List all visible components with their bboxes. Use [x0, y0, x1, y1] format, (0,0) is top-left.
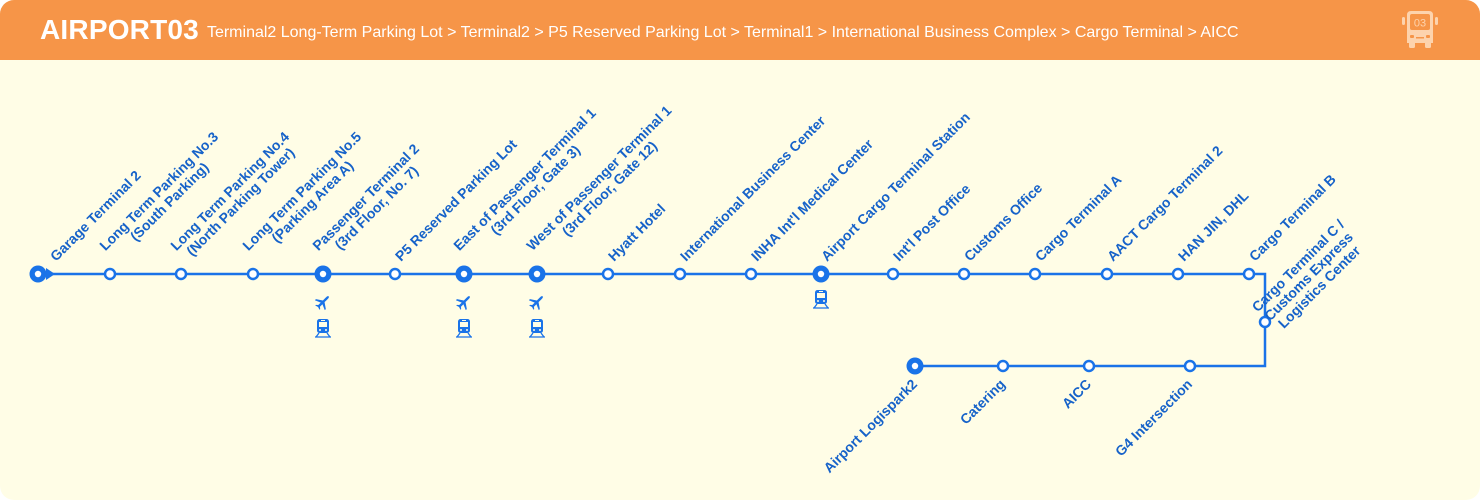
station-name-line: International Business Center — [677, 112, 829, 264]
airplane-icon — [455, 296, 470, 311]
station-marker[interactable] — [388, 267, 402, 281]
station-label: HAN JIN, DHL — [1175, 187, 1252, 264]
station-label: Long Term Parking No.4(North Parking Tow… — [167, 128, 297, 259]
train-icon — [456, 319, 472, 338]
station-name-line: INHA Int'l Medical Center — [748, 135, 877, 264]
station-marker[interactable] — [957, 267, 971, 281]
station-name-line: Hyatt Hotel — [605, 201, 669, 265]
route-header: AIRPORT03 Terminal2 Long-Term Parking Lo… — [0, 0, 1480, 60]
station-name-line: Catering — [957, 376, 1008, 427]
station-label: Airport Logispark2 — [820, 376, 920, 476]
station-marker[interactable] — [103, 267, 117, 281]
station-marker[interactable] — [1171, 267, 1185, 281]
station-marker[interactable] — [886, 267, 900, 281]
station-name-line: AICC — [1059, 376, 1095, 412]
station-label: AICC — [1059, 376, 1095, 412]
station-marker[interactable] — [601, 267, 615, 281]
station-marker[interactable] — [812, 265, 830, 283]
route-name: AIRPORT03 — [40, 14, 199, 45]
station-marker[interactable] — [246, 267, 260, 281]
station-marker[interactable] — [996, 359, 1010, 373]
station-marker[interactable] — [1082, 359, 1096, 373]
train-icon — [315, 319, 331, 338]
station-marker[interactable] — [455, 265, 473, 283]
station-label: G4 Intersection — [1112, 376, 1195, 459]
station-label: Airport Cargo Terminal Station — [818, 109, 973, 264]
station-marker[interactable] — [1028, 267, 1042, 281]
station-name-line: AACT Cargo Terminal 2 — [1104, 142, 1226, 264]
station-name-line: Airport Cargo Terminal Station — [818, 109, 973, 264]
bus-badge-number: 03 — [1414, 18, 1426, 30]
station-marker[interactable] — [314, 265, 332, 283]
station-name-line: HAN JIN, DHL — [1175, 187, 1252, 264]
station-label: Hyatt Hotel — [605, 201, 669, 265]
station-marker[interactable] — [1258, 315, 1272, 329]
station-marker[interactable] — [1242, 267, 1256, 281]
airplane-icon — [314, 296, 329, 311]
station-marker[interactable] — [1100, 267, 1114, 281]
route-path: Terminal2 Long-Term Parking Lot > Termin… — [206, 24, 1239, 41]
bus-icon: 03 — [1402, 11, 1438, 48]
station-marker[interactable] — [673, 267, 687, 281]
station-marker[interactable] — [174, 267, 188, 281]
station-marker[interactable] — [29, 265, 47, 283]
direction-arrow-icon — [46, 268, 55, 280]
route-line — [38, 272, 1267, 368]
train-icon — [529, 319, 545, 338]
airplane-icon — [528, 296, 543, 311]
station-name-line: G4 Intersection — [1112, 376, 1195, 459]
station-marker[interactable] — [1183, 359, 1197, 373]
station-name-line: Airport Logispark2 — [820, 376, 920, 476]
station-label: Catering — [957, 376, 1008, 427]
station-marker[interactable] — [906, 357, 924, 375]
station-label: INHA Int'l Medical Center — [748, 135, 877, 264]
station-label: International Business Center — [677, 112, 829, 264]
station-marker[interactable] — [528, 265, 546, 283]
train-icon — [813, 290, 829, 309]
station-marker[interactable] — [744, 267, 758, 281]
station-label: AACT Cargo Terminal 2 — [1104, 142, 1226, 264]
